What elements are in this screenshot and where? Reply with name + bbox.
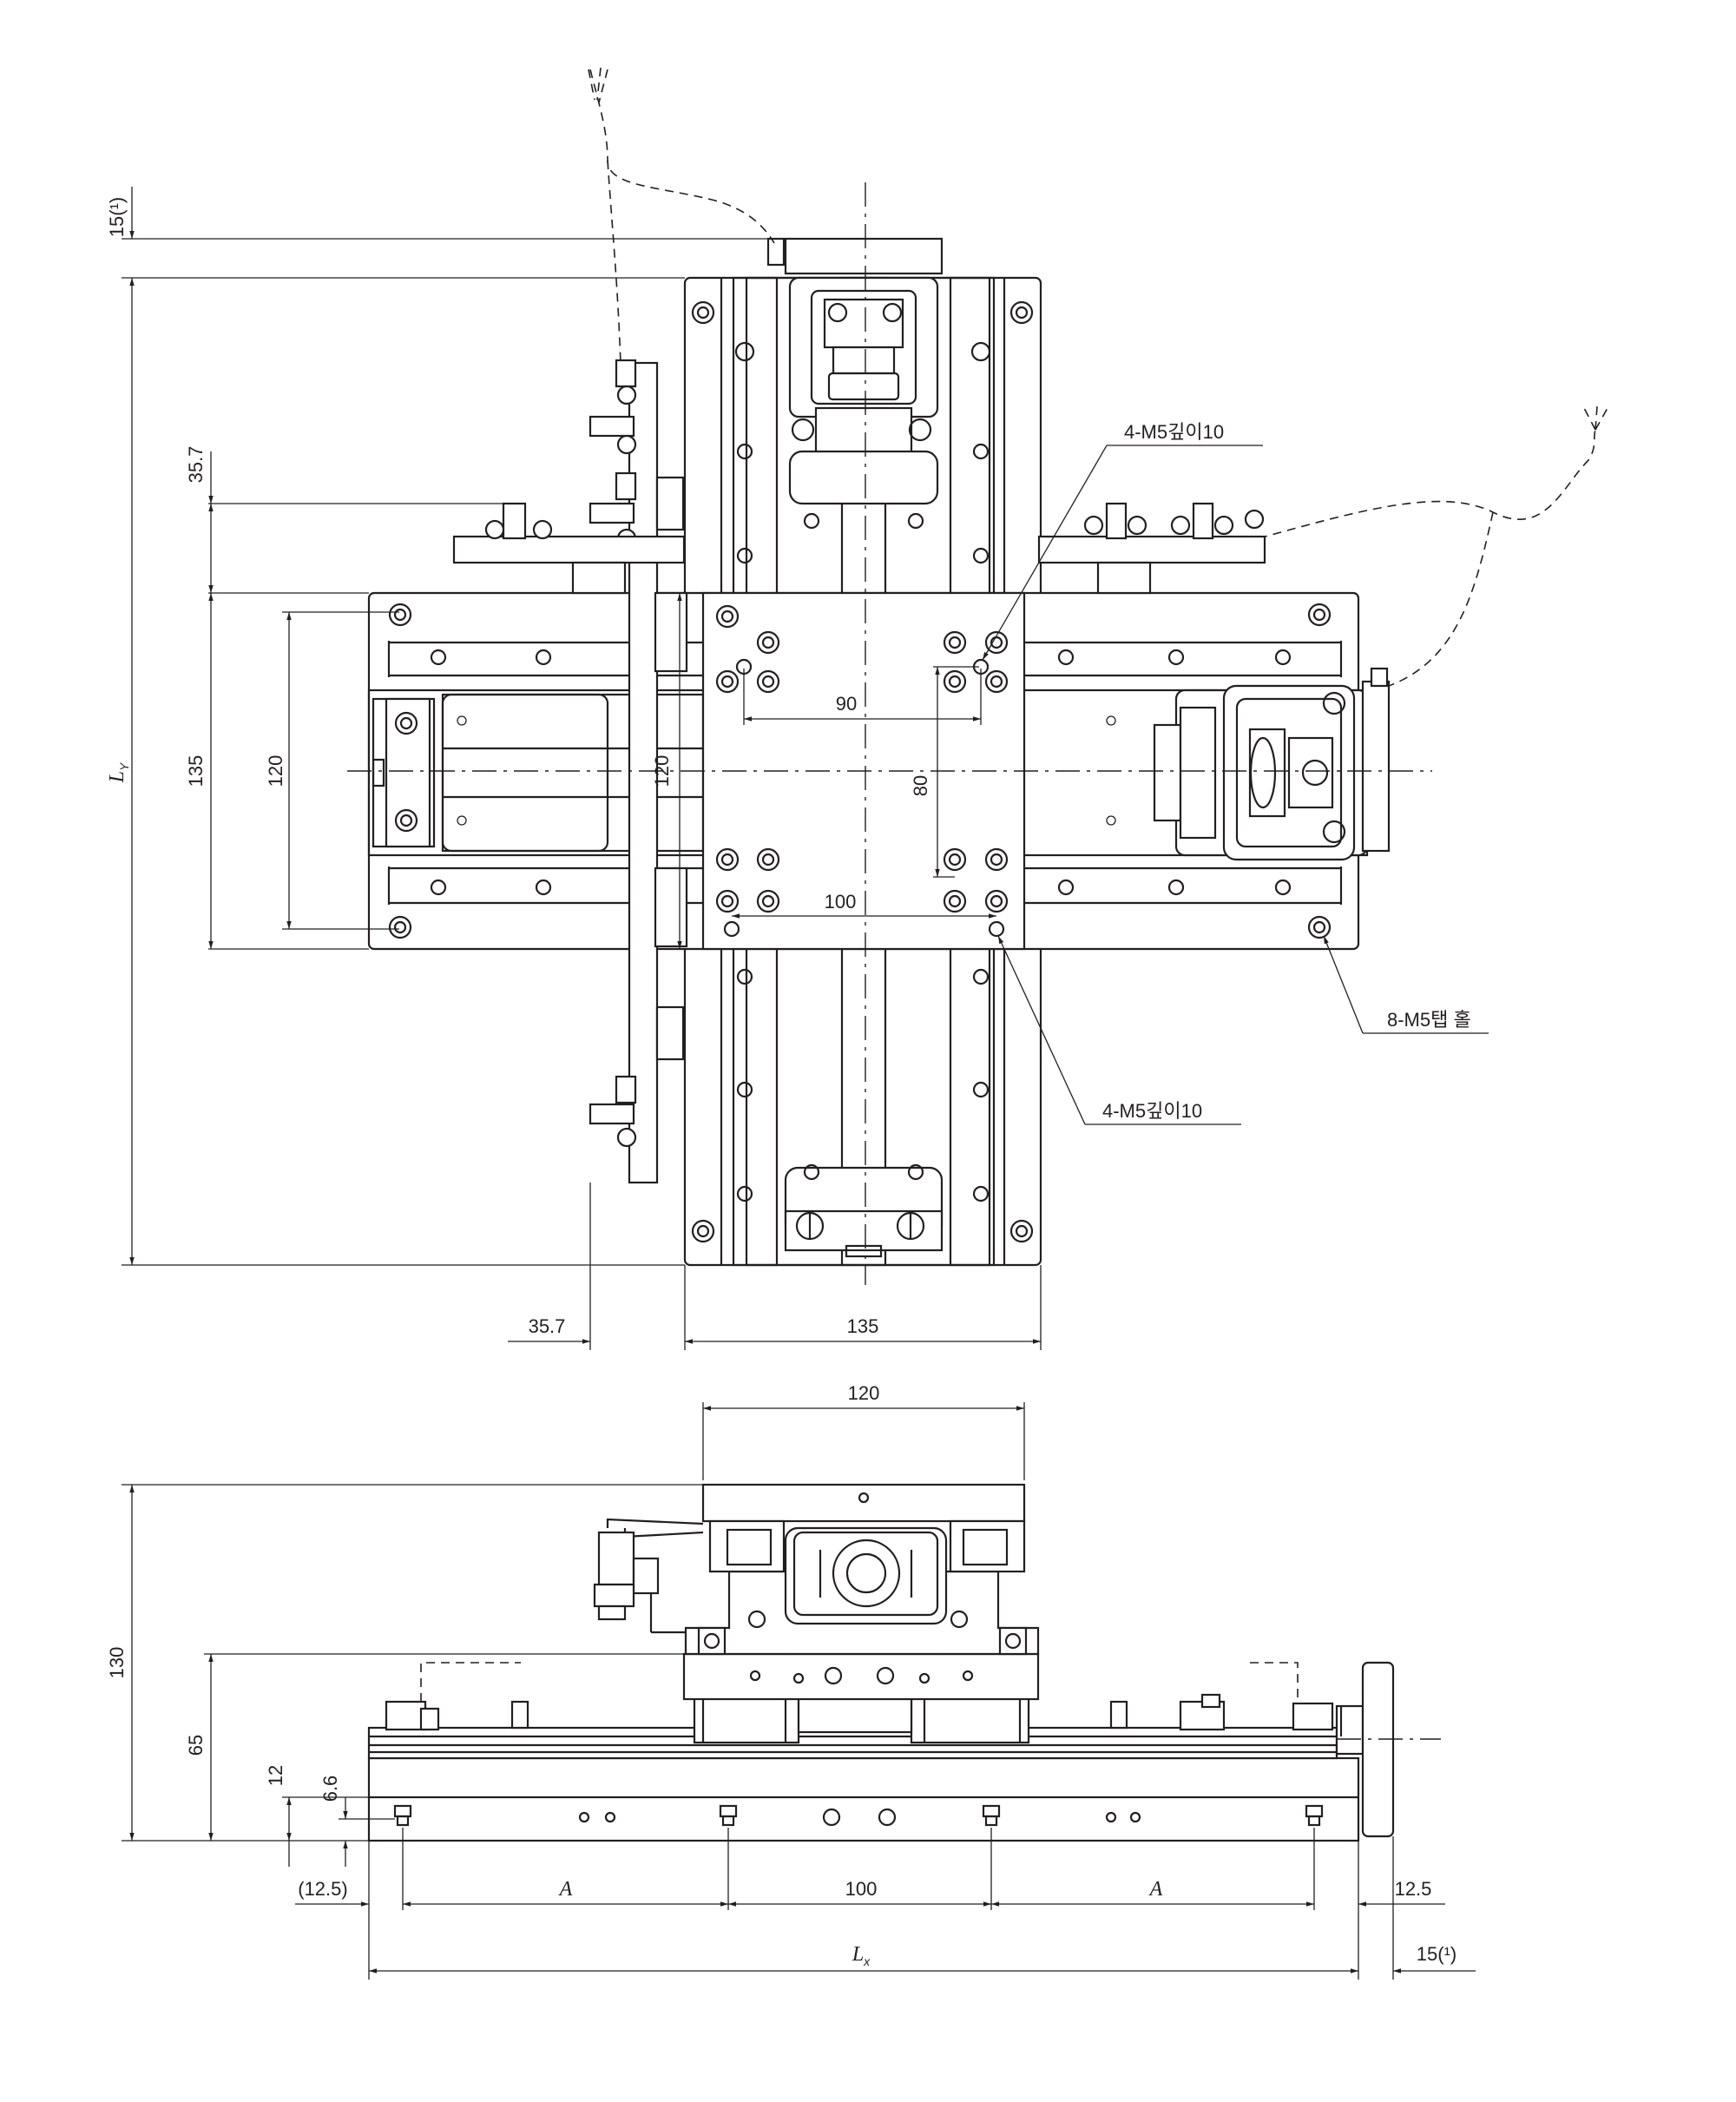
dim-lx-sub: x	[863, 1954, 871, 1968]
svg-text:Lx: Lx	[852, 1943, 871, 1968]
dim-130: 130	[106, 1647, 128, 1679]
side-base	[367, 1756, 1360, 1842]
dim-120-left: 120	[265, 755, 286, 787]
dim-lx: L	[852, 1943, 864, 1966]
left-sensor-bar	[452, 535, 686, 564]
dim-100: 100	[825, 891, 857, 913]
x-base-holes	[388, 603, 1332, 939]
cable-top	[589, 69, 775, 244]
callout-m5-top: 4-M5깊이10	[1124, 421, 1224, 443]
dim-90: 90	[836, 693, 857, 715]
dim-120-side: 120	[848, 1382, 880, 1404]
y-motor-cap	[784, 237, 944, 275]
dim-135-bottom: 135	[847, 1315, 879, 1337]
callout-m5-tap: 8-M5탭 홀	[1387, 1009, 1471, 1031]
table-holes	[715, 604, 1009, 938]
dim-15-top: 15(¹)	[106, 197, 128, 237]
dim-6-6: 6.6	[319, 1776, 341, 1802]
side-middle-plate	[682, 1652, 1040, 1701]
dim-12: 12	[265, 1765, 286, 1786]
dim-135-left: 135	[185, 755, 207, 787]
callout-m5-bottom: 4-M5깊이10	[1102, 1100, 1202, 1122]
dim-15-right: 15(¹)	[1417, 1943, 1457, 1965]
side-view: 120 130 65 12 6.6	[106, 1382, 1476, 1980]
dim-80: 80	[910, 775, 931, 796]
dim-35-7-left: 35.7	[185, 446, 207, 484]
dim-ly-sub: Y	[117, 761, 131, 771]
dim-35-7-bottom: 35.7	[529, 1315, 566, 1337]
dim-12-5-left: (12.5)	[298, 1878, 347, 1900]
side-view-dimensions: 120 130 65 12 6.6	[106, 1382, 1476, 1980]
right-sensor-bar	[1037, 535, 1266, 564]
dim-a-right: A	[1148, 1878, 1163, 1901]
top-view-callouts: 4-M5깊이10 4-M5깊이10 8-M5탭 홀	[982, 421, 1489, 1125]
side-base-bolts	[393, 1804, 1324, 1827]
dim-120-center: 120	[651, 755, 673, 787]
top-view: 15(¹) LY 35.7 135 120 120 90 80	[106, 67, 1608, 1350]
dim-12-5-right: 12.5	[1395, 1878, 1432, 1900]
dim-a-left: A	[558, 1878, 573, 1901]
dim-ly: L	[106, 771, 128, 783]
dim-100-side: 100	[845, 1878, 878, 1900]
cable-right	[1258, 429, 1596, 539]
y-base-mounting-holes	[691, 300, 1034, 1243]
top-view-dimensions: 15(¹) LY 35.7 135 120 120 90 80	[106, 187, 1042, 1350]
left-sensors	[589, 359, 637, 1148]
dim-65: 65	[185, 1735, 207, 1756]
svg-text:LY: LY	[106, 761, 131, 783]
